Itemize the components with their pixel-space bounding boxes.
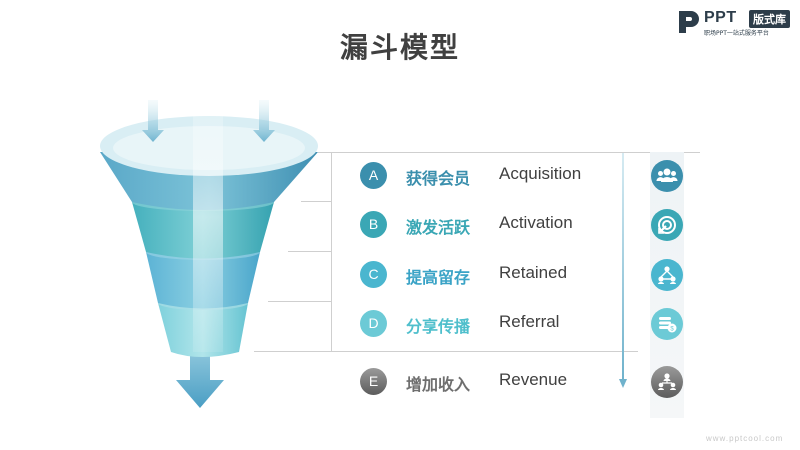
down-arrow-bottom bbox=[176, 328, 224, 408]
stage-badge: B bbox=[360, 211, 387, 238]
hierarchy-icon bbox=[651, 366, 683, 398]
connector-c bbox=[288, 251, 331, 252]
stage-label-en: Revenue bbox=[499, 370, 568, 389]
bracket-line bbox=[331, 152, 332, 351]
stage-label-cn: 分享传播 bbox=[406, 317, 471, 336]
progress-arrow bbox=[619, 153, 627, 388]
light-beam bbox=[193, 82, 223, 352]
watermark: www.pptcool.com bbox=[706, 434, 784, 443]
down-arrow-right bbox=[253, 100, 275, 142]
divider-top bbox=[318, 152, 700, 153]
stage-label-en: Activation bbox=[499, 213, 573, 232]
stage-badge: E bbox=[360, 368, 387, 395]
stage-label-en: Referral bbox=[499, 312, 560, 331]
logo-tagline: 职场PPT一站式服务平台 bbox=[704, 30, 769, 37]
stage-label-cn: 增加收入 bbox=[406, 375, 471, 394]
coins-icon: $ bbox=[651, 308, 683, 340]
page-title: 漏斗模型 bbox=[339, 31, 460, 64]
stage-label-cn: 获得会员 bbox=[406, 169, 471, 188]
stage-badge: A bbox=[360, 162, 387, 189]
stage-badge: D bbox=[360, 310, 387, 337]
funnel-graphic bbox=[100, 82, 318, 408]
logo-badge: 版式库 bbox=[749, 10, 790, 28]
svg-text:$: $ bbox=[670, 327, 674, 333]
connector-d bbox=[268, 301, 331, 302]
group-icon bbox=[651, 160, 683, 192]
stage-label-en: Retained bbox=[499, 263, 568, 282]
logo-mark-icon bbox=[679, 11, 699, 33]
stage-badge: C bbox=[360, 261, 387, 288]
brand-logo: PPT 版式库 职场PPT一站式服务平台 bbox=[676, 7, 796, 39]
stage-label-cn: 激发活跃 bbox=[406, 218, 471, 237]
network-icon bbox=[651, 259, 683, 291]
stage-label-cn: 提高留存 bbox=[406, 268, 471, 287]
down-arrow-left bbox=[142, 100, 164, 142]
stage-label-en: Acquisition bbox=[499, 164, 582, 183]
connector-b bbox=[301, 201, 331, 202]
target-icon bbox=[651, 209, 683, 241]
divider-bottom bbox=[254, 351, 638, 352]
logo-text: PPT bbox=[704, 9, 737, 26]
